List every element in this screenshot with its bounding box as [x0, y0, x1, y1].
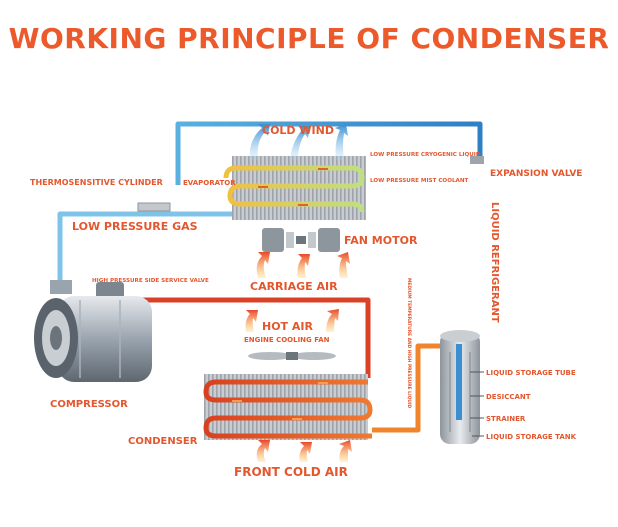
evaporator [223, 156, 366, 220]
carriage-air-arrows [256, 252, 350, 278]
label-low-pressure-mist-coolant: LOW PRESSURE MIST COOLANT [370, 178, 469, 184]
label-engine-cooling-fan: ENGINE COOLING FAN [244, 336, 330, 344]
tank-leader-lines [470, 371, 484, 437]
expansion-valve-block [470, 156, 484, 164]
low-pressure-gas-pipe [57, 211, 232, 283]
condenser [203, 374, 373, 440]
label-carriage-air: CARRIAGE AIR [250, 280, 338, 293]
fan-motor [262, 228, 340, 252]
condenser-outlet-pipe [372, 343, 440, 433]
page-title: WORKING PRINCIPLE OF CONDENSER [8, 22, 610, 55]
label-compressor: COMPRESSOR [50, 399, 128, 410]
label-cold-wind: COLD WIND [262, 124, 334, 137]
high-pressure-pipe [130, 297, 371, 378]
hot-air-arrows [245, 309, 339, 332]
label-strainer: STRAINER [486, 415, 526, 423]
label-expansion-valve: EXPANSION VALVE [490, 169, 582, 179]
label-hot-air: HOT AIR [262, 320, 313, 333]
label-liquid-storage-tank: LIQUID STORAGE TANK [486, 433, 577, 441]
label-medium-temp-liquid: MEDIUM TEMPERATURE AND HIGH PRESSURE LIQ… [406, 278, 412, 409]
front-cold-air-arrows [256, 440, 352, 462]
label-desiccant: DESICCANT [486, 393, 531, 401]
label-low-pressure-cryogenic-liquid: LOW PRESSURE CRYOGENIC LIQUID [370, 152, 481, 158]
label-liquid-refrigerant: LIQUID REFRIGERANT [489, 202, 500, 323]
cold-pipe-top [175, 121, 483, 185]
label-liquid-storage-tube: LIQUID STORAGE TUBE [486, 369, 576, 377]
liquid-storage-tank [440, 330, 480, 444]
label-condenser: CONDENSER [128, 436, 198, 447]
label-high-pressure-service-valve: HIGH PRESSURE SIDE SERVICE VALVE [92, 278, 209, 284]
cold-wind-arrows [249, 124, 348, 160]
compressor [34, 280, 152, 382]
label-thermosensitive-cylinder: THERMOSENSITIVE CYLINDER [30, 178, 163, 187]
engine-cooling-fan [248, 352, 336, 360]
thermosensitive-cylinder [137, 202, 171, 212]
label-low-pressure-gas: LOW PRESSURE GAS [72, 220, 198, 233]
label-front-cold-air: FRONT COLD AIR [234, 465, 348, 479]
label-fan-motor: FAN MOTOR [344, 234, 418, 247]
label-evaporator: EVAPORATOR [183, 179, 236, 187]
